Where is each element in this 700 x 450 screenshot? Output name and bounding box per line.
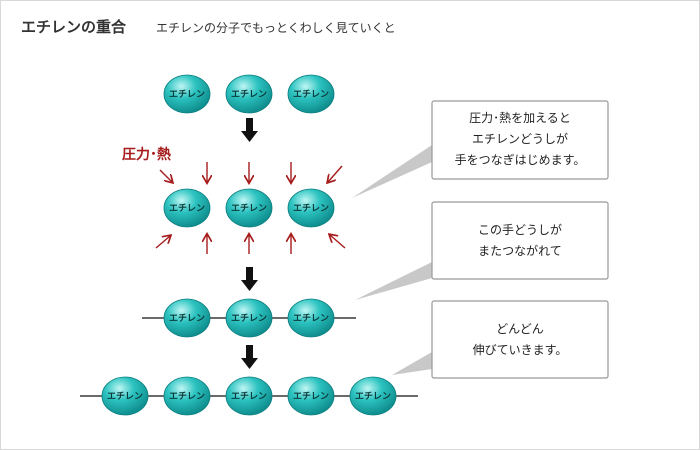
callout-line: 手をつなぎはじめます。 (454, 153, 586, 167)
callout-box-2 (431, 201, 609, 280)
molecule-ellipse (225, 376, 273, 416)
ethylene-molecule: エチレン (287, 74, 335, 114)
molecule-ellipse (287, 298, 335, 338)
force-arrow (328, 165, 343, 182)
ethylene-molecule: エチレン (163, 74, 211, 114)
molecule-ellipse (287, 376, 335, 416)
molecule-ellipse (163, 74, 211, 114)
page-subtitle: エチレンの分子でもっとくわしく見ていくと (156, 21, 396, 35)
callout-line: またつながれて (478, 244, 562, 258)
callout-line: この手どうしが (477, 223, 562, 237)
page-title: エチレンの重合 (21, 18, 127, 36)
molecule-label: エチレン (231, 203, 267, 214)
ethylene-molecule: エチレン (101, 376, 149, 416)
step-arrow-1 (241, 118, 258, 142)
callout-pointer-2 (355, 262, 432, 300)
callout-pointer-1 (352, 145, 432, 198)
molecule-label: エチレン (169, 391, 205, 402)
callout-pointer-3 (392, 352, 432, 375)
callout-text-1: 圧力･熱を加えると エチレンどうしが 手をつなぎはじめます。 (432, 108, 608, 171)
molecule-label: エチレン (169, 89, 205, 100)
callout-line: エチレンどうしが (471, 132, 568, 146)
force-arrow (330, 235, 346, 249)
molecule-ellipse (163, 188, 211, 228)
ethylene-molecule: エチレン (287, 376, 335, 416)
ethylene-molecule: エチレン (163, 376, 211, 416)
molecule-label: エチレン (293, 313, 329, 324)
callout-box-3 (431, 300, 609, 379)
molecule-label: エチレン (169, 313, 205, 324)
ethylene-molecule: エチレン (287, 188, 335, 228)
molecule-ellipse (349, 376, 397, 416)
step-arrow-3 (241, 345, 258, 369)
molecule-label: エチレン (293, 89, 329, 100)
molecule-label: エチレン (169, 203, 205, 214)
molecule-ellipse (101, 376, 149, 416)
force-label: 圧力･熱 (122, 146, 171, 163)
callout-line: 伸びていきます。 (472, 343, 568, 357)
callout-line: 圧力･熱を加えると (469, 111, 571, 125)
force-arrow (159, 169, 172, 182)
callout-text-3: どんどん 伸びていきます。 (432, 319, 608, 361)
molecule-label: エチレン (293, 203, 329, 214)
ethylene-molecule: エチレン (225, 376, 273, 416)
molecule-ellipse (225, 298, 273, 338)
ethylene-molecule: エチレン (163, 298, 211, 338)
force-arrow (155, 236, 170, 249)
ethylene-molecule: エチレン (349, 376, 397, 416)
molecule-ellipse (163, 376, 211, 416)
ethylene-molecule: エチレン (225, 74, 273, 114)
molecule-ellipse (287, 74, 335, 114)
molecule-ellipse (225, 74, 273, 114)
force-arrows (155, 162, 346, 254)
callout-text-2: この手どうしが またつながれて (432, 220, 608, 262)
molecule-ellipse (225, 188, 273, 228)
ethylene-molecules: エチレンエチレンエチレンエチレンエチレンエチレンエチレンエチレンエチレンエチレン… (101, 74, 397, 416)
molecule-label: エチレン (231, 313, 267, 324)
ethylene-molecule: エチレン (163, 188, 211, 228)
molecule-ellipse (287, 188, 335, 228)
molecule-label: エチレン (231, 89, 267, 100)
molecule-label: エチレン (107, 391, 143, 402)
callout-box-1 (431, 100, 609, 180)
step-arrow-2 (241, 267, 258, 291)
molecule-ellipse (163, 298, 211, 338)
molecule-label: エチレン (231, 391, 267, 402)
molecule-label: エチレン (355, 391, 391, 402)
molecule-label: エチレン (293, 391, 329, 402)
ethylene-molecule: エチレン (225, 188, 273, 228)
ethylene-molecule: エチレン (225, 298, 273, 338)
callout-line: どんどん (496, 322, 544, 336)
ethylene-molecule: エチレン (287, 298, 335, 338)
